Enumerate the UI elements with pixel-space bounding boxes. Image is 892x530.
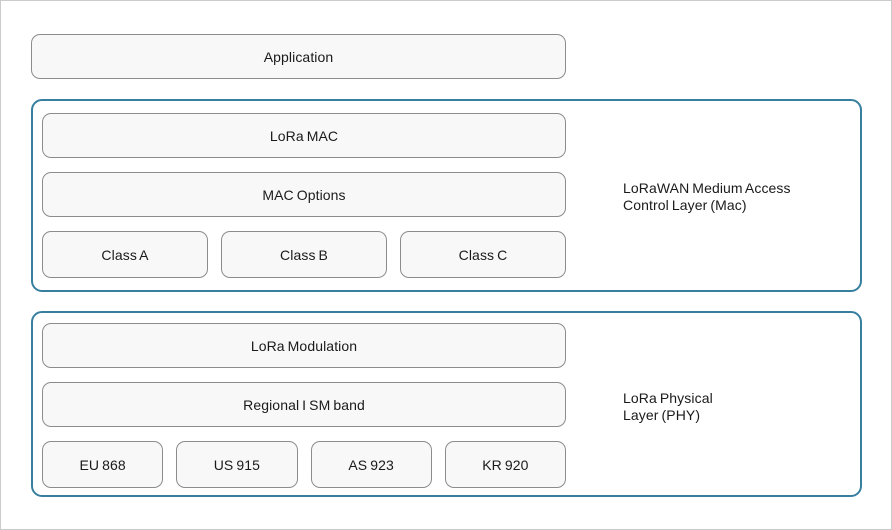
- us-915-label: US 915: [213, 456, 261, 473]
- class-a-box: Class A: [42, 231, 208, 278]
- phy-layer-stack: LoRa Modulation Regional I SM band EU 86…: [42, 323, 566, 488]
- eu-868-box: EU 868: [42, 441, 164, 488]
- phy-layer-label-line2: Layer (PHY): [623, 407, 701, 423]
- regional-ism-band-box: Regional I SM band: [42, 382, 566, 427]
- phy-layer-label: LoRa Physical Layer (PHY): [623, 390, 848, 424]
- as-923-box: AS 923: [310, 441, 432, 488]
- lora-modulation-box: LoRa Modulation: [42, 323, 566, 368]
- phy-layer-group: LoRa Modulation Regional I SM band EU 86…: [31, 311, 862, 497]
- eu-868-label: EU 868: [79, 456, 126, 473]
- mac-layer-group: LoRa MAC MAC Options Class A Class B Cla…: [31, 99, 862, 292]
- mac-layer-label-line2: Control Layer (Mac): [623, 197, 747, 213]
- lora-modulation-label: LoRa Modulation: [250, 337, 358, 354]
- lora-mac-box: LoRa MAC: [42, 113, 566, 158]
- band-row: EU 868 US 915 AS 923 KR 920: [42, 441, 566, 488]
- kr-920-label: KR 920: [482, 456, 529, 473]
- class-a-label: Class A: [101, 246, 149, 263]
- mac-layer-label-line1: LoRaWAN Medium Access: [623, 180, 791, 196]
- us-915-box: US 915: [176, 441, 298, 488]
- mac-layer-label: LoRaWAN Medium Access Control Layer (Mac…: [623, 180, 848, 214]
- lora-mac-label: LoRa MAC: [269, 127, 339, 144]
- application-box: Application: [31, 34, 566, 79]
- class-c-box: Class C: [400, 231, 566, 278]
- mac-options-label: MAC Options: [262, 186, 346, 203]
- as-923-label: AS 923: [348, 456, 394, 473]
- class-row: Class A Class B Class C: [42, 231, 566, 278]
- application-label: Application: [263, 48, 334, 65]
- class-c-label: Class C: [458, 246, 508, 263]
- mac-options-box: MAC Options: [42, 172, 566, 217]
- class-b-label: Class B: [280, 246, 328, 263]
- class-b-box: Class B: [221, 231, 387, 278]
- regional-ism-band-label: Regional I SM band: [243, 396, 365, 413]
- kr-920-box: KR 920: [444, 441, 566, 488]
- mac-layer-stack: LoRa MAC MAC Options Class A Class B Cla…: [42, 113, 566, 278]
- phy-layer-label-line1: LoRa Physical: [623, 390, 713, 406]
